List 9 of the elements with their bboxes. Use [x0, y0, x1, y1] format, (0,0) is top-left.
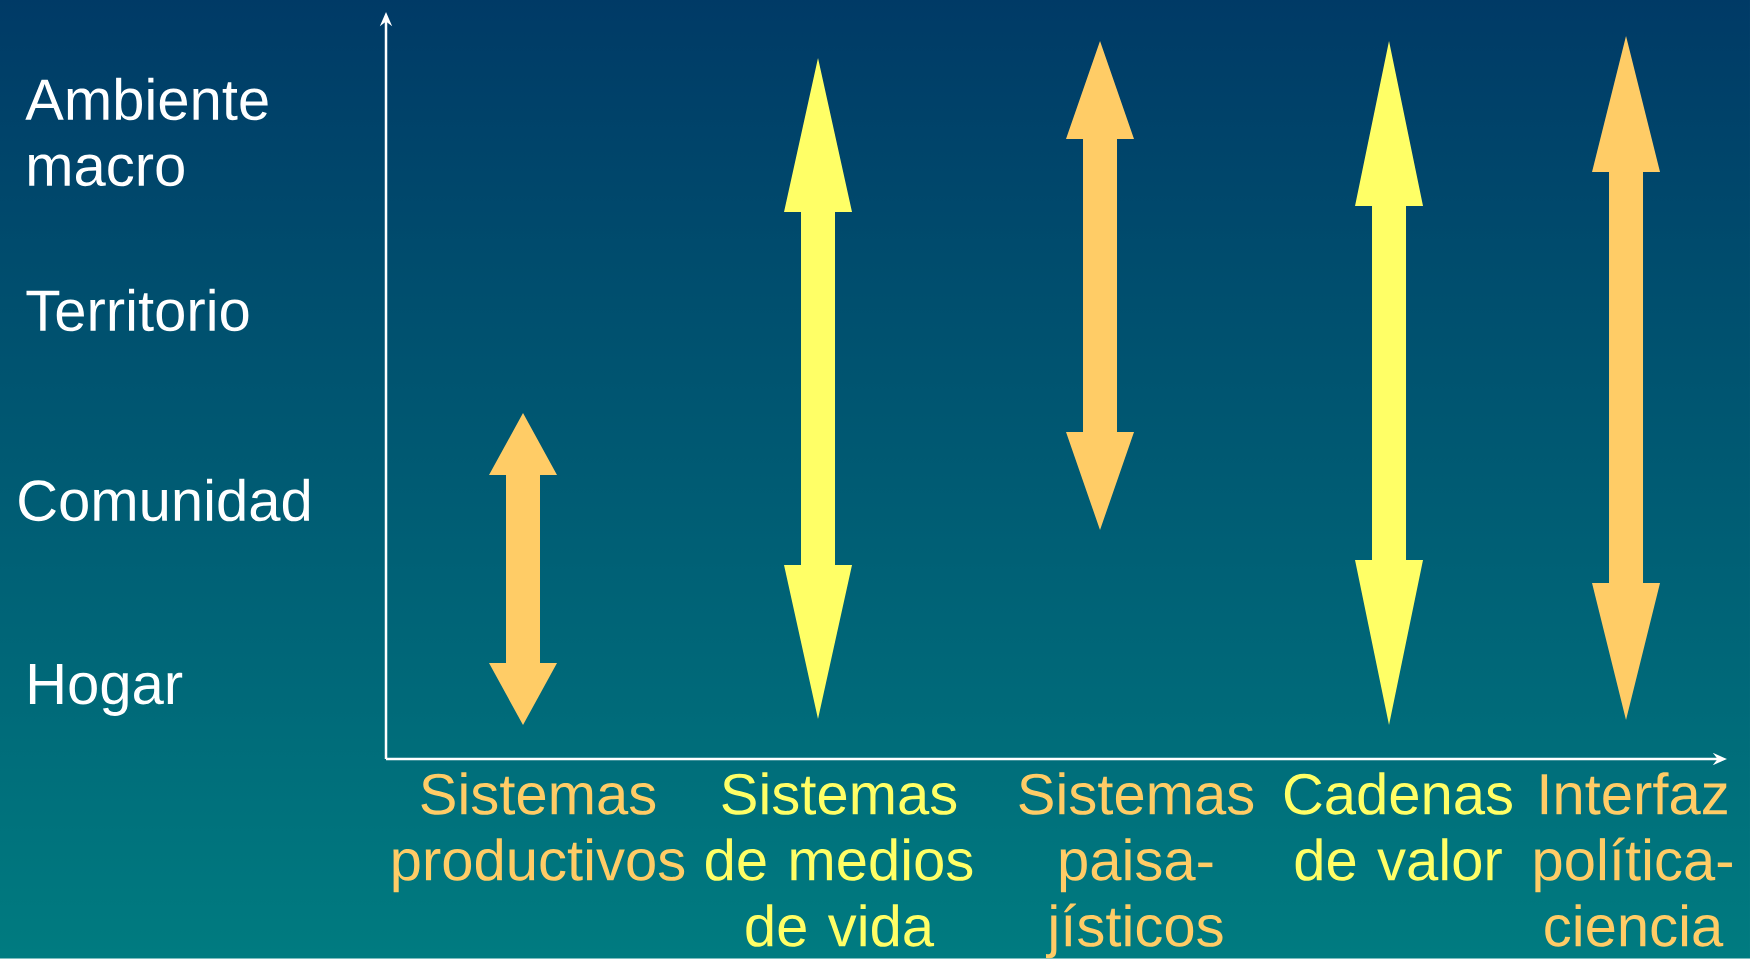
level-label: Territorio — [26, 288, 249, 332]
column-label: Cadenas de valor — [1284, 772, 1512, 881]
level-label: Ambiente macro — [25, 77, 268, 187]
level-label: Hogar — [29, 664, 183, 716]
level-label: Comunidad — [19, 478, 309, 522]
column-label: Interfaz política- ciencia — [1535, 772, 1732, 947]
column-label: Sistemas de medios de vida — [706, 772, 973, 947]
column-label: Sistemas productivos — [393, 772, 685, 893]
column-label: Sistemas paisa- jísticos — [1019, 772, 1254, 959]
